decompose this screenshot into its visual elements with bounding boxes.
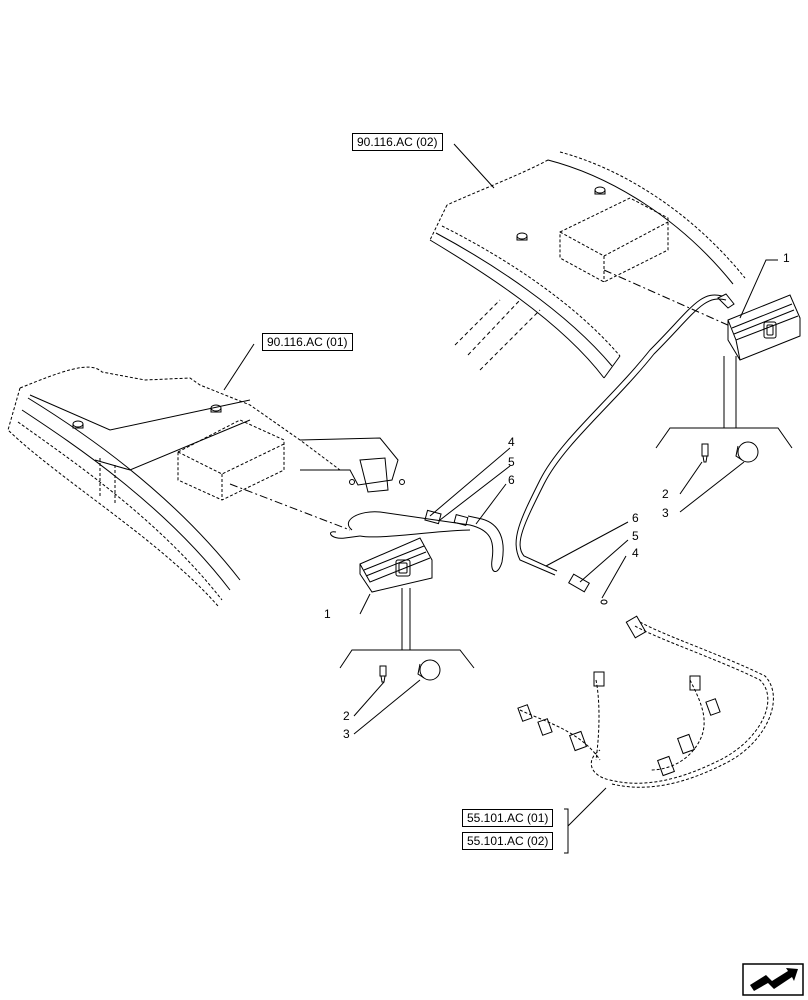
- bulb-icon: [379, 665, 387, 683]
- wire-right: [515, 294, 727, 576]
- callout-clip-right: 4: [632, 546, 639, 560]
- next-page-arrow-icon[interactable]: [742, 963, 804, 996]
- callout-lamp-left: 1: [324, 607, 331, 621]
- detail-left: [339, 588, 475, 683]
- connector-left: [424, 509, 469, 527]
- lens-icon: [417, 659, 441, 681]
- callout-bulb-left: 2: [343, 709, 350, 723]
- detail-right: [655, 356, 793, 463]
- main-harness: [519, 621, 774, 788]
- connector-right: [568, 573, 608, 605]
- leader-lines: [223, 143, 778, 827]
- callout-conn-left: 5: [508, 455, 515, 469]
- callout-wire-left: 6: [508, 473, 515, 487]
- lamp-left: [359, 537, 433, 593]
- lamp-right: [717, 293, 801, 361]
- callout-wire-right: 6: [632, 511, 639, 525]
- ref-fender-left[interactable]: 90.116.AC (01): [262, 333, 353, 351]
- ref-fender-right[interactable]: 90.116.AC (02): [352, 133, 443, 151]
- ref-harness-1[interactable]: 55.101.AC (01): [462, 809, 554, 827]
- harness-ref-bracket: [564, 808, 569, 854]
- callout-conn-right: 5: [632, 529, 639, 543]
- wire-left: [329, 511, 504, 572]
- lens-icon: [735, 441, 759, 463]
- callout-lens-left: 3: [343, 727, 350, 741]
- fender-left: [7, 366, 405, 607]
- ref-harness-2[interactable]: 55.101.AC (02): [462, 832, 554, 850]
- callout-lens-right: 3: [662, 506, 669, 520]
- harness-connectors: [517, 615, 721, 777]
- callout-bulb-right: 2: [662, 487, 669, 501]
- callout-clip-left: 4: [508, 435, 515, 449]
- bulb-icon: [701, 443, 709, 463]
- callout-lamp-right: 1: [783, 251, 790, 265]
- fender-right: [429, 151, 746, 379]
